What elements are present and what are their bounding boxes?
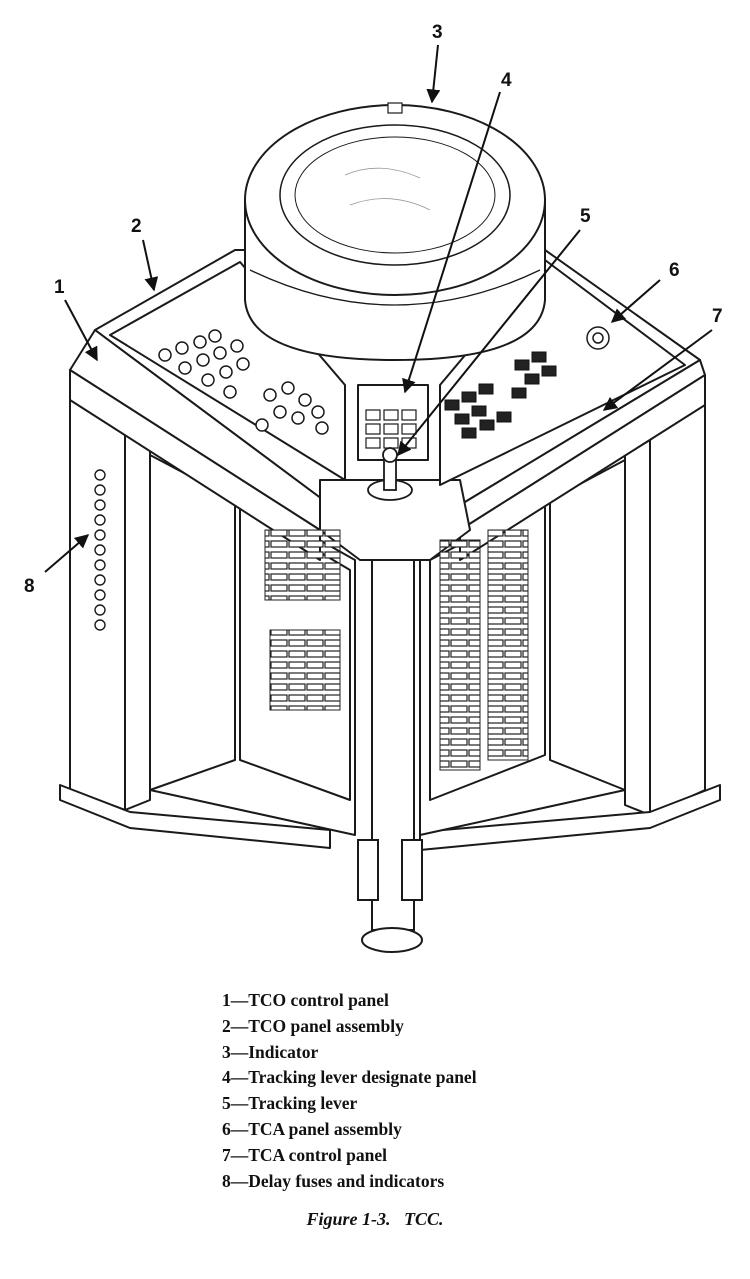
callout-8: 8 xyxy=(24,576,35,597)
figure-caption: Figure 1-3. TCC. xyxy=(0,1209,750,1230)
callout-2: 2 xyxy=(131,216,142,237)
legend-item: 4—Tracking lever designate panel xyxy=(222,1067,477,1088)
designate-panel-keys xyxy=(365,409,417,449)
callout-5: 5 xyxy=(580,206,591,227)
figure-title: TCC. xyxy=(404,1209,444,1229)
callout-1: 1 xyxy=(54,277,65,298)
tco-control-knobs xyxy=(158,329,329,435)
legend-item: 3—Indicator xyxy=(222,1041,319,1062)
callout-4: 4 xyxy=(501,70,512,91)
legend-item: 8—Delay fuses and indicators xyxy=(222,1170,445,1191)
legend-item: 5—Tracking lever xyxy=(222,1093,358,1114)
figure-label: Figure 1-3. xyxy=(306,1209,391,1229)
tcc-console-illustration: 1 2 3 4 5 6 7 8 xyxy=(24,22,723,953)
callout-3: 3 xyxy=(432,22,443,43)
tca-control-buttons xyxy=(444,351,557,439)
callout-7: 7 xyxy=(712,306,723,327)
delay-fuses xyxy=(94,469,106,631)
left-leg xyxy=(69,394,126,811)
callout-6: 6 xyxy=(669,260,680,281)
figure-legend: 1—TCO control panel 2—TCO panel assembly… xyxy=(222,988,642,1194)
legend-item: 1—TCO control panel xyxy=(222,990,389,1010)
legend-item: 7—TCA control panel xyxy=(222,1144,387,1165)
legend-item: 2—TCO panel assembly xyxy=(222,1015,404,1036)
support-column xyxy=(357,559,423,953)
legend-item: 6—TCA panel assembly xyxy=(222,1118,402,1139)
right-leg xyxy=(649,399,706,816)
indicator xyxy=(244,102,546,362)
tracking-lever xyxy=(367,447,413,501)
